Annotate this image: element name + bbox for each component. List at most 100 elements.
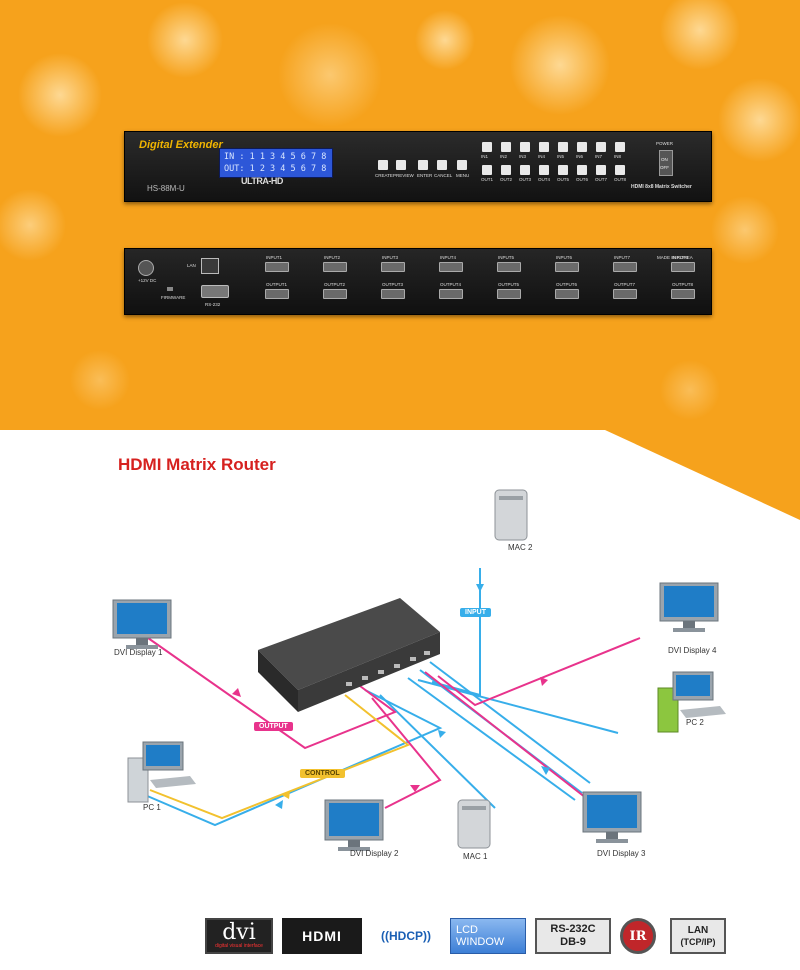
output-7-hdmi-port bbox=[613, 289, 637, 299]
connection-diagram bbox=[112, 489, 726, 851]
section-title: HDMI Matrix Router bbox=[118, 455, 276, 474]
lan-port bbox=[201, 258, 219, 274]
input-5-hdmi-port bbox=[497, 262, 521, 272]
input-line-pc2 bbox=[417, 679, 619, 734]
enter-button[interactable] bbox=[418, 160, 428, 170]
power-switch[interactable] bbox=[659, 150, 673, 176]
output-4-label: OUTPUT4 bbox=[440, 282, 462, 287]
arrow-dvi2 bbox=[410, 785, 420, 792]
ultrahd-logo: ULTRA-HD bbox=[241, 176, 283, 186]
hdcp-logo-text: ((HDCP)) bbox=[381, 929, 431, 943]
in-1-label: IN1 bbox=[481, 154, 489, 159]
power-label: POWER bbox=[656, 141, 674, 146]
in-6-label: IN6 bbox=[576, 154, 584, 159]
dc-label: +12V DC bbox=[138, 278, 157, 283]
arrow-control bbox=[282, 791, 290, 799]
mac-2-label: MAC 2 bbox=[508, 543, 533, 552]
output-5-label: OUTPUT5 bbox=[498, 282, 520, 287]
out-4-button[interactable] bbox=[539, 165, 549, 175]
out-8-button[interactable] bbox=[615, 165, 625, 175]
out-6-button[interactable] bbox=[577, 165, 587, 175]
arrow-mac1 bbox=[438, 730, 446, 738]
pc-1-label: PC 1 bbox=[143, 803, 161, 812]
output-3-label: OUTPUT3 bbox=[382, 282, 404, 287]
mac-1-label: MAC 1 bbox=[463, 852, 488, 861]
output-1-label: OUTPUT1 bbox=[266, 282, 288, 287]
menu-label: MENU bbox=[456, 173, 470, 178]
input-line-dvi3b bbox=[407, 677, 576, 801]
out-6-label: OUT6 bbox=[576, 177, 589, 182]
input-line-mac1 bbox=[379, 694, 496, 809]
lan-logo-line1: LAN bbox=[687, 924, 709, 936]
in-4-label: IN4 bbox=[538, 154, 546, 159]
hdmi-logo: HDMI bbox=[282, 918, 362, 954]
preview-label: PREVIEW bbox=[393, 173, 414, 178]
out-4-label: OUT4 bbox=[538, 177, 551, 182]
lcd-logo-line1: LCD bbox=[456, 924, 479, 936]
lcd-logo-line2: WINDOW bbox=[456, 936, 505, 948]
in-8-button[interactable] bbox=[615, 142, 625, 152]
out-7-button[interactable] bbox=[596, 165, 606, 175]
input-3-label: INPUT3 bbox=[382, 255, 399, 260]
output-tag: OUTPUT bbox=[254, 722, 293, 731]
out-7-label: OUT7 bbox=[595, 177, 608, 182]
ir-logo-text: IR bbox=[629, 928, 647, 944]
in-4-button[interactable] bbox=[539, 142, 549, 152]
in-8-label: IN8 bbox=[614, 154, 622, 159]
out-1-button[interactable] bbox=[482, 165, 492, 175]
pc-2-computer bbox=[657, 671, 726, 733]
cancel-label: CANCEL bbox=[434, 173, 453, 178]
hdcp-logo: ((HDCP)) bbox=[368, 918, 444, 954]
in-3-button[interactable] bbox=[520, 142, 530, 152]
output-line-dvi2 bbox=[371, 697, 442, 809]
output-line-dvi1 bbox=[147, 637, 398, 750]
arrow-dvi1 bbox=[232, 688, 241, 697]
output-4-hdmi-port bbox=[439, 289, 463, 299]
cancel-button[interactable] bbox=[437, 160, 447, 170]
out-5-button[interactable] bbox=[558, 165, 568, 175]
in-1-button[interactable] bbox=[482, 142, 492, 152]
in-5-button[interactable] bbox=[558, 142, 568, 152]
dvi-logo: dvi digital visual interface bbox=[205, 918, 273, 954]
lcd-in-line: IN : 1 1 3 4 5 6 7 8 bbox=[224, 152, 327, 162]
matrix-front-panel: Digital Extender IN : 1 1 3 4 5 6 7 8 OU… bbox=[124, 131, 712, 202]
dvi-display-1-monitor bbox=[112, 599, 172, 649]
create-button[interactable] bbox=[378, 160, 388, 170]
power-on-label: ON bbox=[661, 157, 668, 162]
output-7-label: OUTPUT7 bbox=[614, 282, 636, 287]
preview-button[interactable] bbox=[396, 160, 406, 170]
flow-arrows bbox=[232, 584, 550, 809]
in-7-button[interactable] bbox=[596, 142, 606, 152]
output-8-hdmi-port bbox=[671, 289, 695, 299]
out-5-label: OUT5 bbox=[557, 177, 570, 182]
out-3-button[interactable] bbox=[520, 165, 530, 175]
dvi-display-3-label: DVI Display 3 bbox=[597, 849, 646, 858]
output-5-hdmi-port bbox=[497, 289, 521, 299]
arrow-pc1 bbox=[275, 800, 283, 809]
lan-label: LAN bbox=[187, 263, 196, 268]
power-off-label: OFF bbox=[660, 165, 669, 170]
rs232-logo-line1: RS-232C bbox=[550, 923, 596, 935]
output-2-hdmi-port bbox=[323, 289, 347, 299]
in-3-label: IN3 bbox=[519, 154, 527, 159]
menu-button[interactable] bbox=[457, 160, 467, 170]
dvi-display-3-monitor bbox=[582, 791, 642, 843]
lan-logo-line2: (TCP/IP) bbox=[680, 936, 716, 947]
out-2-label: OUT2 bbox=[500, 177, 513, 182]
input-2-hdmi-port bbox=[323, 262, 347, 272]
create-label: CREATE bbox=[375, 173, 393, 178]
output-line-dvi3 bbox=[424, 671, 596, 806]
in-6-button[interactable] bbox=[577, 142, 587, 152]
rs232-label: RS-232 bbox=[205, 302, 221, 307]
output-3-hdmi-port bbox=[381, 289, 405, 299]
out-2-button[interactable] bbox=[501, 165, 511, 175]
lcd-window: IN : 1 1 3 4 5 6 7 8 OUT: 1 2 3 4 5 6 7 … bbox=[219, 148, 333, 178]
dc-jack bbox=[138, 260, 154, 276]
control-tag: CONTROL bbox=[300, 769, 345, 778]
hdmi-logo-text: HDMI bbox=[302, 928, 342, 944]
output-lines bbox=[147, 637, 641, 809]
made-in-label: MADE IN KOREA bbox=[657, 255, 693, 260]
dvi-logo-text: dvi bbox=[222, 920, 256, 945]
input-1-label: INPUT1 bbox=[266, 255, 283, 260]
in-2-button[interactable] bbox=[501, 142, 511, 152]
